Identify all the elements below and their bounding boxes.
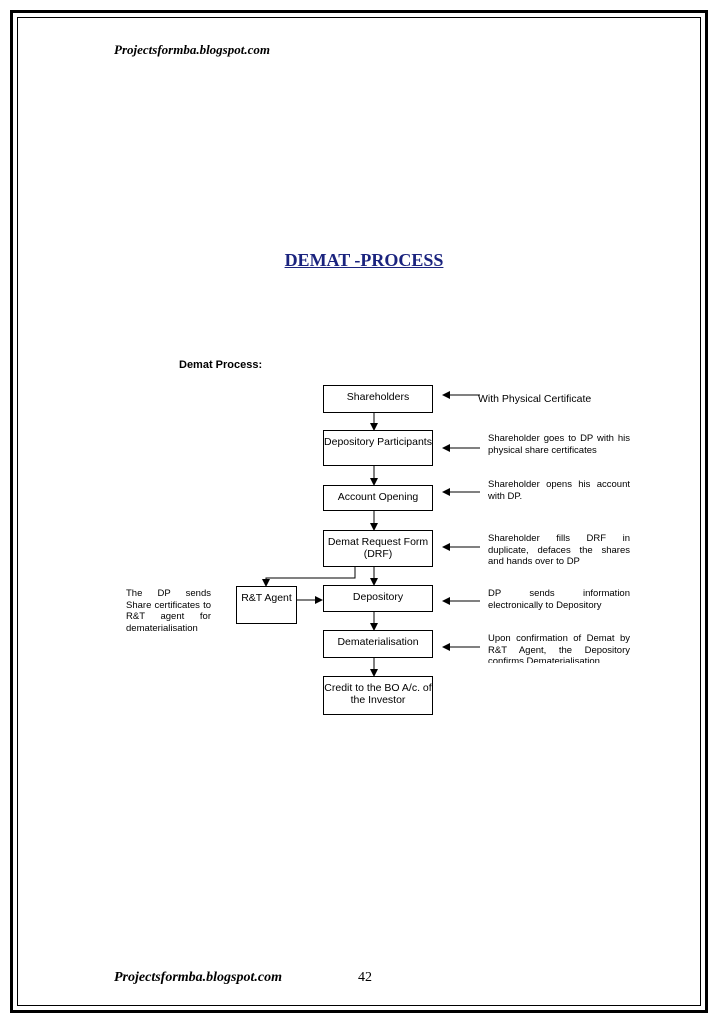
box-depository: Depository (323, 585, 433, 612)
header-site: Projectsformba.blogspot.com (114, 42, 270, 57)
box-credit-bo-account: Credit to the BO A/c. of the Investor (323, 676, 433, 715)
page-border-outer (10, 10, 708, 1013)
page-number: 42 (358, 970, 372, 985)
box-dematerialisation: Dematerialisation (323, 630, 433, 658)
note-shareholders: With Physical Certificate (478, 394, 592, 405)
note-depository: DP sends information electronically to D… (488, 588, 630, 611)
box-depository-participants: Depository Participants (323, 430, 433, 466)
note-dematerialisation: Upon confirmation of Demat by R&T Agent,… (488, 633, 630, 663)
note-drf: Shareholder fills DRF in duplicate, defa… (488, 533, 630, 567)
box-demat-request-form: Demat Request Form (DRF) (323, 530, 433, 567)
diagram-subtitle: Demat Process: (179, 359, 263, 371)
box-account-opening: Account Opening (323, 485, 433, 511)
page-border-inner (17, 17, 701, 1006)
box-shareholders: Shareholders (323, 385, 433, 413)
note-account-opening: Shareholder opens his account with DP. (488, 479, 630, 502)
footer-site: Projectsformba.blogspot.com (114, 970, 282, 985)
page-title: DEMAT -PROCESS (284, 250, 444, 270)
note-rt-agent: The DP sends Share certificates to R&T a… (126, 588, 211, 634)
box-rt-agent: R&T Agent (236, 586, 297, 624)
note-dp: Shareholder goes to DP with his physical… (488, 433, 630, 456)
arrow-drf-rtagent (262, 567, 356, 587)
